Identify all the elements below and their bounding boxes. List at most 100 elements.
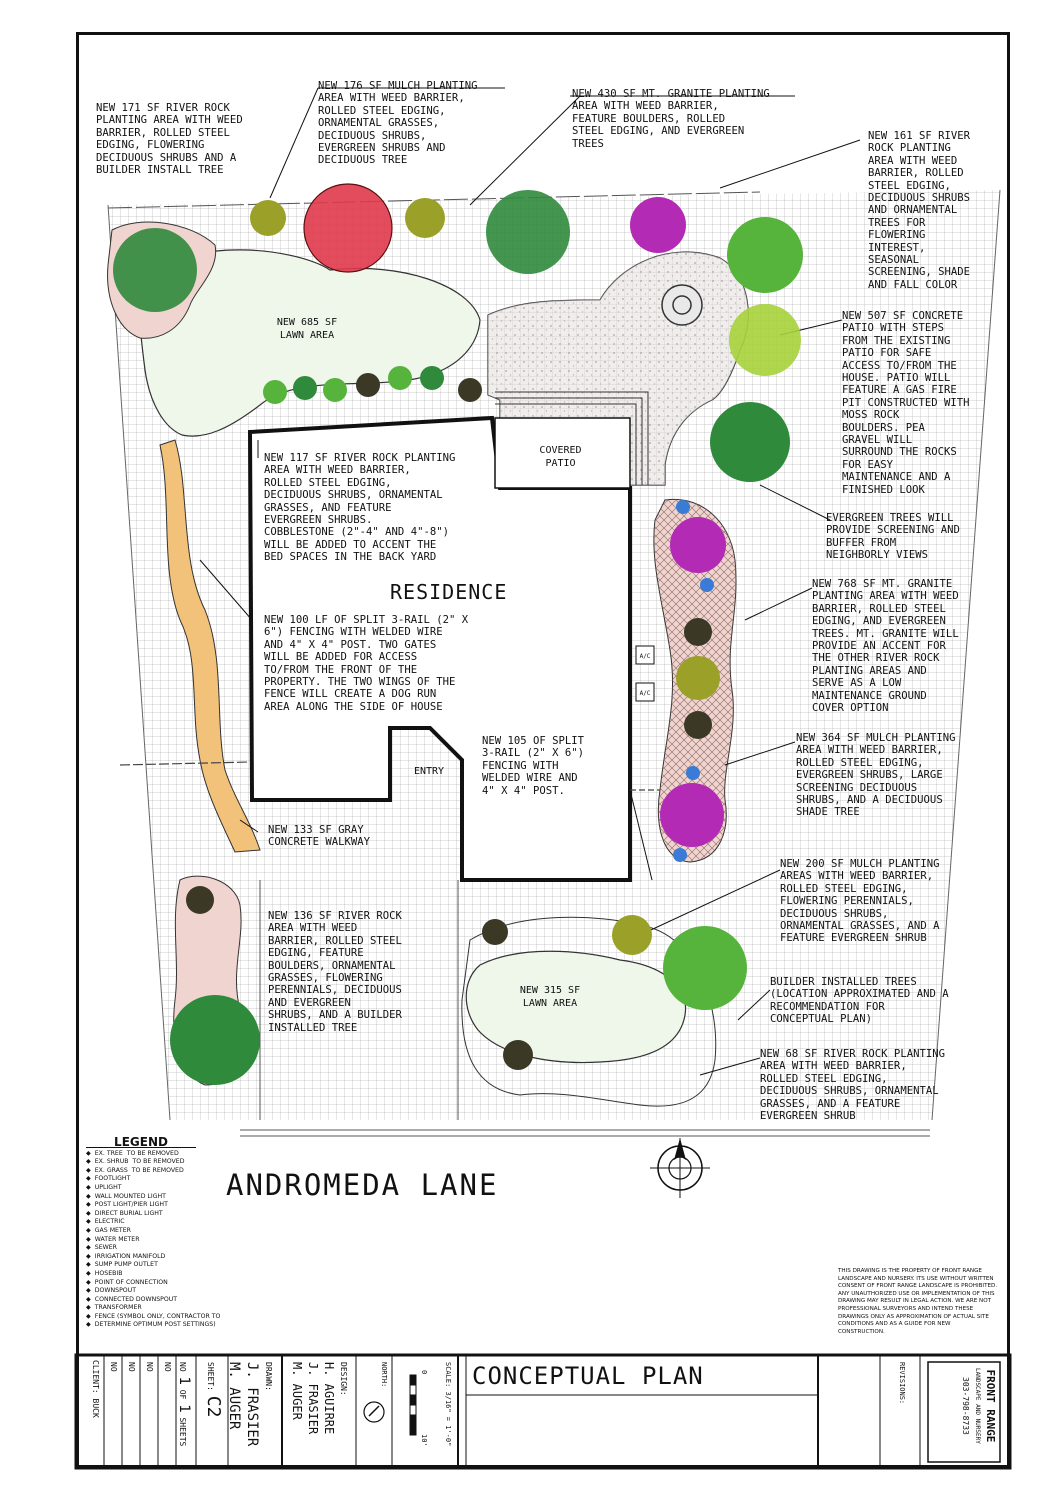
legend-label: HOSEBIB — [94, 1269, 123, 1277]
legend-label: FOOTLIGHT — [94, 1175, 131, 1183]
no-label-2: NO — [127, 1362, 136, 1372]
scale-mark-0: 0 — [420, 1370, 428, 1375]
legend-symbol-icon: ◆ — [86, 1244, 91, 1252]
legend-symbol-icon: ◆ — [86, 1209, 91, 1217]
legend-label: DOWNSPOUT — [94, 1287, 136, 1295]
legend-item: ◆ELECTRIC — [86, 1218, 246, 1227]
legend-label-removed: TO BE REMOVED — [131, 1166, 184, 1174]
covered-patio-label: COVERED PATIO — [539, 445, 582, 469]
legend-item: ◆DOWNSPOUT — [86, 1287, 246, 1296]
legend-label: ELECTRIC — [94, 1218, 125, 1226]
legend-label: EX. SHRUB — [94, 1158, 129, 1166]
blue-perennial — [676, 500, 690, 514]
note-430sf-granite: NEW 430 SF MT. GRANITE PLANTING AREA WIT… — [572, 88, 770, 150]
legend-item: ◆SEWER — [86, 1244, 246, 1253]
evergreen-tree — [170, 995, 260, 1085]
disclaimer: THIS DRAWING IS THE PROPERTY OF FRONT RA… — [838, 1268, 998, 1335]
no-label-3: NO — [145, 1362, 154, 1372]
shrub — [263, 380, 287, 404]
legend-label: DIRECT BURIAL LIGHT — [94, 1209, 163, 1217]
leader-lines — [199, 87, 861, 1076]
legend-item: ◆GAS METER — [86, 1227, 246, 1236]
legend-symbol-icon: ◆ — [86, 1321, 91, 1329]
revisions-label: REVISIONS: — [898, 1362, 906, 1405]
legend-item: ◆HOSEBIB — [86, 1270, 246, 1279]
olive-shrub — [612, 915, 652, 955]
legend-symbol-icon: ◆ — [86, 1295, 91, 1303]
front-lawn-label: NEW 315 SF LAWN AREA — [519, 985, 581, 1009]
magenta-tree — [630, 197, 686, 253]
dark-shrub — [482, 919, 508, 945]
sheet-id: SHEET: C2 — [203, 1362, 224, 1418]
legend-item: ◆WALL MOUNTED LIGHT — [86, 1193, 246, 1202]
note-176sf-mulch: NEW 176 SF MULCH PLANTING AREA WITH WEED… — [318, 80, 478, 167]
sheet-title: CONCEPTUAL PLAN — [472, 1362, 704, 1390]
evergreen-tree — [727, 217, 803, 293]
ac-unit-2 — [635, 682, 655, 702]
legend-symbol-icon: ◆ — [86, 1158, 91, 1166]
legend-label: POINT OF CONNECTION — [94, 1278, 168, 1286]
legend-label: WATER METER — [94, 1235, 140, 1243]
plant-material — [113, 183, 803, 1085]
scale-mark-10: 10' — [420, 1434, 428, 1447]
title-block — [74, 1353, 1012, 1470]
legend-item: ◆SUMP PUMP OUTLET — [86, 1261, 246, 1270]
note-364sf-mulch: NEW 364 SF MULCH PLANTING AREA WITH WEED… — [796, 732, 956, 819]
olive-shrub — [405, 198, 445, 238]
legend-label-removed: TO BE REMOVED — [126, 1149, 179, 1157]
legend-title: LEGEND — [86, 1136, 196, 1148]
legend-symbol-icon: ◆ — [86, 1201, 91, 1209]
shrub — [356, 373, 380, 397]
sheet-count: NO 1 OF 1 SHEETS — [176, 1362, 192, 1447]
lot-line-right — [931, 189, 1001, 1121]
legend-symbol-icon: ◆ — [86, 1287, 91, 1295]
no-label-4: NO — [163, 1362, 172, 1372]
legend-symbol-icon: ◆ — [86, 1226, 91, 1234]
shrub — [293, 376, 317, 400]
legend-symbol-icon: ◆ — [86, 1278, 91, 1286]
note-171sf-river-rock: NEW 171 SF RIVER ROCK PLANTING AREA WITH… — [96, 102, 243, 177]
scale-label: SCALE: 3/16" = 1'-0" — [444, 1362, 452, 1447]
olive-shrub — [250, 200, 286, 236]
olive-shrub — [676, 656, 720, 700]
legend-symbol-icon: ◆ — [86, 1166, 91, 1174]
note-builder-trees: BUILDER INSTALLED TREES (LOCATION APPROX… — [770, 976, 949, 1026]
legend-label: EX. TREE — [94, 1149, 123, 1157]
note-105-fencing: NEW 105 OF SPLIT 3-RAIL (2" X 6") FENCIN… — [482, 735, 585, 797]
north-arrow-small — [363, 1401, 385, 1423]
driveway-outline — [240, 880, 930, 1137]
note-507sf-patio: NEW 507 SF CONCRETE PATIO WITH STEPS FRO… — [842, 310, 970, 496]
legend-label: UPLIGHT — [94, 1183, 122, 1191]
evergreen-tree — [486, 190, 570, 274]
note-68sf-river-rock: NEW 68 SF RIVER ROCK PLANTING AREA WITH … — [760, 1048, 945, 1123]
legend-label: FENCE (SYMBOL ONLY, CONTRACTOR TO — [94, 1312, 221, 1320]
legend-symbol-icon: ◆ — [86, 1269, 91, 1277]
deciduous-tree-red — [304, 184, 392, 272]
residence-label: RESIDENCE — [390, 580, 508, 604]
legend-item: ◆UPLIGHT — [86, 1184, 246, 1193]
legend-symbol-icon: ◆ — [86, 1304, 91, 1312]
grass-clump — [186, 886, 214, 914]
back-lawn-label: NEW 685 SF LAWN AREA — [276, 317, 338, 341]
north-arrow-symbol — [650, 1138, 710, 1198]
fire-pit — [661, 284, 703, 326]
legend-symbol-icon: ◆ — [86, 1312, 91, 1320]
legend-symbol-icon: ◆ — [86, 1183, 91, 1191]
dark-shrub — [684, 711, 712, 739]
client-label: CLIENT: BUCK — [91, 1360, 100, 1418]
legend-label: DETERMINE OPTIMUM POST SETTINGS) — [94, 1321, 216, 1329]
magenta-shrub — [670, 517, 726, 573]
fence-left — [119, 761, 251, 766]
legend-label: GAS METER — [94, 1226, 131, 1234]
front-bed-border — [461, 916, 717, 1107]
north-label: NORTH: — [380, 1362, 388, 1388]
legend-label: CONNECTED DOWNSPOUT — [94, 1295, 178, 1303]
shrub — [323, 378, 347, 402]
legend-label: TRANSFORMER — [94, 1304, 142, 1312]
